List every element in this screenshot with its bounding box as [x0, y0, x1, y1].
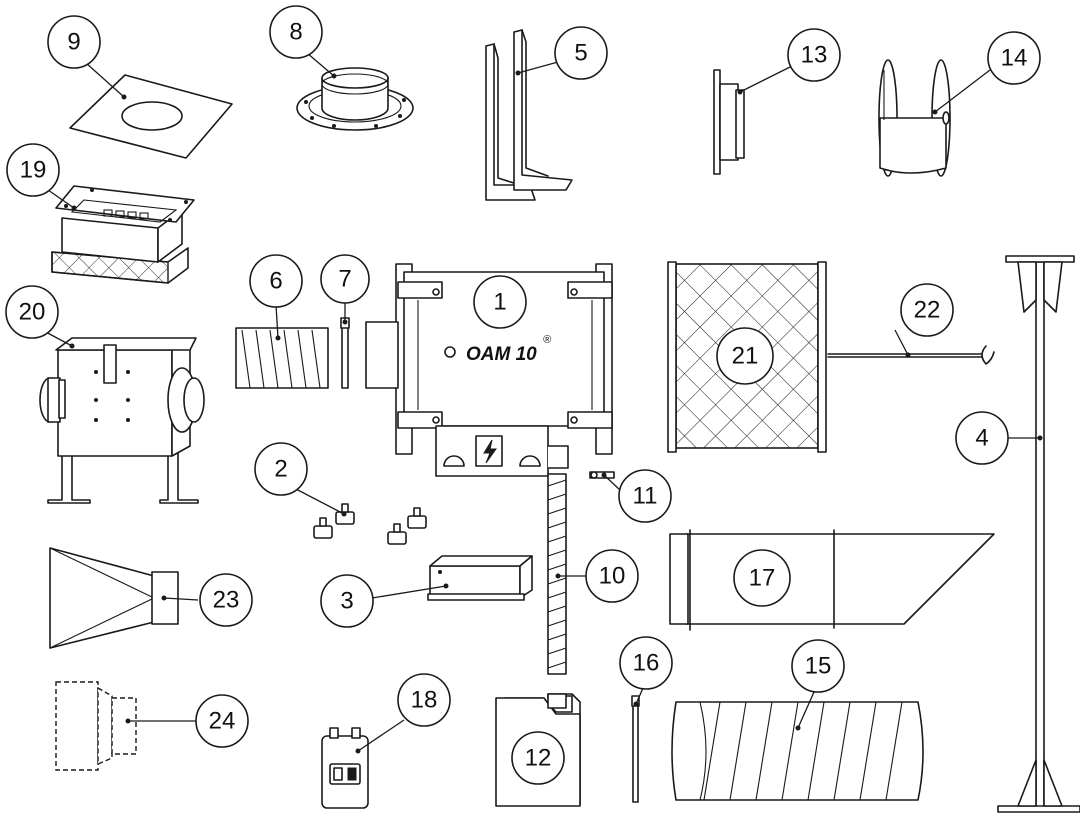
- callout-5: 5: [554, 26, 608, 80]
- part-14-cable-reel: [878, 59, 951, 177]
- part-23-funnel-hood: [49, 547, 179, 649]
- callout-20-label: 20: [19, 299, 46, 326]
- callout-8: 8: [269, 5, 323, 59]
- callout-22-label: 22: [914, 297, 941, 324]
- callout-14-label: 14: [1001, 45, 1028, 72]
- part-13-spigot: [713, 69, 745, 175]
- callout-12: 12: [511, 731, 565, 785]
- callout-7-label: 7: [338, 266, 351, 293]
- callout-5-label: 5: [574, 40, 587, 67]
- callout-1-label: 1: [493, 289, 506, 316]
- callout-14: 14: [987, 31, 1041, 85]
- callout-24: 24: [195, 694, 249, 748]
- part-7-rod: [340, 317, 350, 389]
- callout-23-label: 23: [213, 587, 240, 614]
- callout-3-label: 3: [340, 588, 353, 615]
- brand-label: OAM 10: [466, 344, 537, 365]
- callout-7: 7: [320, 254, 370, 304]
- callout-15: 15: [791, 639, 845, 693]
- electrical-hazard-icon: [483, 439, 497, 464]
- callout-6: 6: [249, 254, 303, 308]
- callout-11-label: 11: [633, 483, 658, 510]
- part-9-mounting-plate: [69, 74, 233, 159]
- part-5-support-brackets: [485, 29, 573, 201]
- callout-10-label: 10: [599, 563, 626, 590]
- callout-2-label: 2: [274, 456, 287, 483]
- part-16-rod: [631, 695, 640, 803]
- callout-20: 20: [5, 285, 59, 339]
- callout-21: 21: [716, 327, 774, 385]
- callout-10: 10: [585, 549, 639, 603]
- callout-9-label: 9: [67, 29, 80, 56]
- callout-24-label: 24: [209, 708, 236, 735]
- part-8-flange-collar: [296, 67, 414, 131]
- callout-22: 22: [900, 283, 954, 337]
- callout-16-label: 16: [633, 650, 660, 677]
- registered-mark: ®: [543, 334, 552, 346]
- callout-18-label: 18: [411, 687, 438, 714]
- part-20-fan-housing: [39, 337, 205, 504]
- callout-21-label: 21: [732, 343, 759, 370]
- callout-13-label: 13: [801, 42, 828, 69]
- part-17-extraction-hood: [669, 529, 995, 631]
- part-15-flexible-duct: [671, 701, 924, 801]
- callout-6-label: 6: [269, 268, 282, 295]
- callout-17: 17: [733, 549, 791, 607]
- callout-4: 4: [955, 411, 1009, 465]
- callout-1: 1: [473, 275, 527, 329]
- callout-11: 11: [618, 469, 672, 523]
- callout-15-label: 15: [805, 653, 832, 680]
- part-1-main-unit: OAM 10 ®: [365, 263, 613, 477]
- part-22-hook-rod: [827, 345, 995, 365]
- callout-16: 16: [619, 636, 673, 690]
- callout-3: 3: [320, 574, 374, 628]
- part-6-flexible-hose: [235, 327, 329, 389]
- callout-2: 2: [254, 442, 308, 496]
- callout-9: 9: [47, 15, 101, 69]
- callout-19-label: 19: [20, 157, 47, 184]
- part-4-support-pole: [997, 255, 1080, 813]
- callout-8-label: 8: [289, 19, 302, 46]
- callout-13: 13: [787, 28, 841, 82]
- callout-4-label: 4: [975, 425, 988, 452]
- part-19-duct-box: [51, 185, 195, 284]
- callout-18: 18: [397, 673, 451, 727]
- callout-23: 23: [199, 573, 253, 627]
- part-24-reducer: [55, 681, 137, 771]
- callout-12-label: 12: [525, 745, 552, 772]
- part-3-mounting-bracket: [427, 555, 533, 601]
- part-18-switch-box: [321, 727, 369, 809]
- part-2-rubber-feet: [313, 503, 427, 545]
- callout-19: 19: [6, 143, 60, 197]
- callout-17-label: 17: [749, 565, 776, 592]
